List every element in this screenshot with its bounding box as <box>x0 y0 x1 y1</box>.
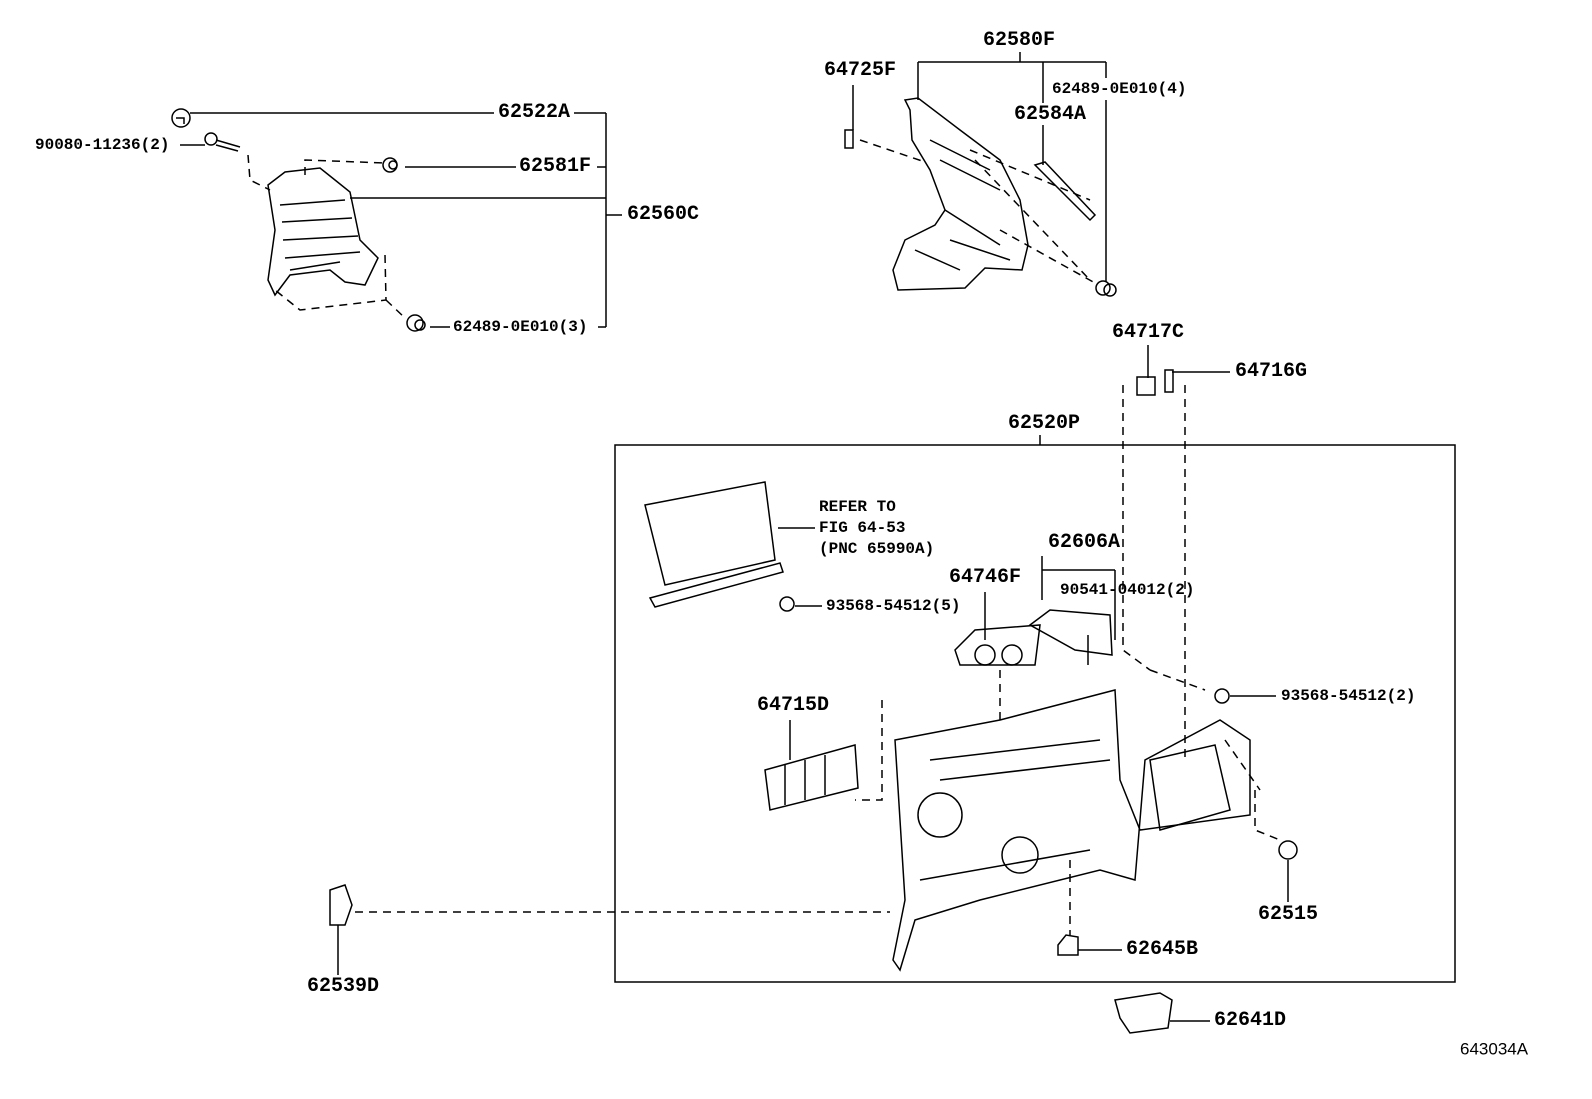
part-64716G-bracket <box>1164 369 1174 393</box>
assembly-62520P-box <box>614 444 1456 983</box>
part-62580F-quarter-trim <box>892 97 1029 291</box>
part-label-62522A: 62522A <box>498 101 571 124</box>
part-label-90541-04012: 90541-04012(2) <box>1060 581 1195 599</box>
part-label-62645B: 62645B <box>1126 938 1199 961</box>
part-label-64717C: 64717C <box>1112 321 1185 344</box>
part-62489-clip-4 <box>1095 280 1117 297</box>
figure-code: 643034A <box>1460 1039 1529 1059</box>
part-64725F-clip <box>844 129 854 149</box>
refer-note: REFER TO FIG 64-53 (PNC 65990A) <box>819 497 934 560</box>
part-label-64725F: 64725F <box>824 59 897 82</box>
part-tonneau-cover <box>644 481 784 608</box>
part-62560C-pillar-garnish <box>267 167 379 297</box>
part-62581F-clip <box>382 157 398 173</box>
refer-note-line3: (PNC 65990A) <box>819 540 935 558</box>
part-62515-clip <box>1278 840 1298 860</box>
part-label-62539D: 62539D <box>307 975 380 998</box>
part-62520P-deck-trim <box>892 689 1251 972</box>
dashed-guides-main <box>355 669 1281 935</box>
part-label-93568-54512-2: 93568-54512(2) <box>1281 687 1416 705</box>
part-label-90080-11236: 90080-11236(2) <box>35 136 170 154</box>
part-label-64746F: 64746F <box>949 566 1022 589</box>
part-62489-clip-3 <box>406 314 426 332</box>
dashed-guides-left <box>247 154 406 319</box>
refer-note-line2: FIG 64-53 <box>819 519 906 537</box>
dashed-guides-upper-center <box>859 139 1186 760</box>
part-62645B-cap <box>1057 934 1079 956</box>
part-93568-screw-2 <box>1214 688 1230 704</box>
part-label-62581F: 62581F <box>519 155 592 178</box>
part-64715D-grille <box>764 744 859 811</box>
part-64717C-bracket <box>1136 376 1156 396</box>
part-label-62520P: 62520P <box>1008 412 1081 435</box>
part-label-64715D: 64715D <box>757 694 830 717</box>
part-62539D-bracket <box>329 884 353 926</box>
refer-note-line1: REFER TO <box>819 498 896 516</box>
part-label-62641D: 62641D <box>1214 1009 1287 1032</box>
part-label-62489-0E010-3: 62489-0E010(3) <box>453 318 588 336</box>
part-62522A-cap <box>171 108 191 128</box>
part-62606A-cover <box>1028 609 1113 665</box>
leader-lines-main <box>337 527 1289 1022</box>
part-label-62489-0E010-4: 62489-0E010(4) <box>1052 80 1187 98</box>
part-62584A-strip <box>1033 161 1097 222</box>
part-90080-bolt <box>204 132 241 152</box>
part-label-93568-54512-5: 93568-54512(5) <box>826 597 961 615</box>
leader-lines-left-group <box>180 112 622 328</box>
part-label-62515: 62515 <box>1258 903 1319 926</box>
part-62641D-tray <box>1114 992 1173 1034</box>
part-93568-screw-5 <box>779 596 795 612</box>
part-label-62584A: 62584A <box>1014 103 1087 126</box>
part-64746F-cup-holder <box>954 624 1041 666</box>
leader-lines-upper-center <box>852 52 1230 378</box>
part-label-62560C: 62560C <box>627 203 700 226</box>
part-label-62606A: 62606A <box>1048 531 1121 554</box>
part-label-64716G: 64716G <box>1235 360 1308 383</box>
part-label-62580F: 62580F <box>983 29 1056 52</box>
